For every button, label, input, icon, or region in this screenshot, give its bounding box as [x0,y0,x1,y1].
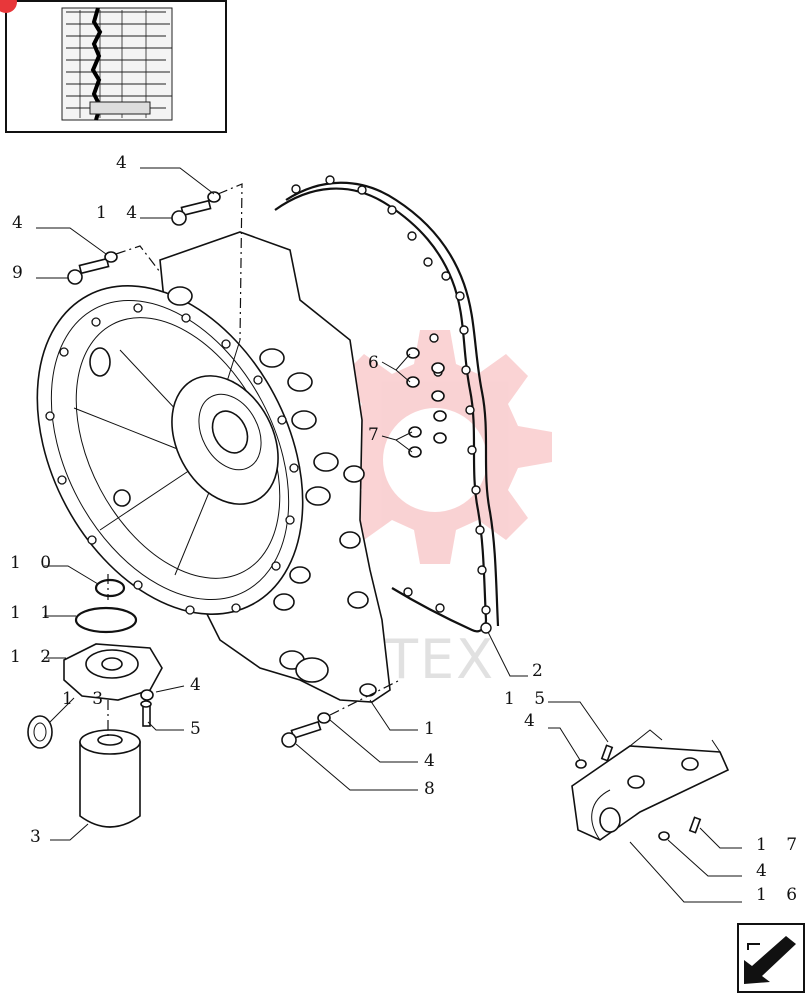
callout-17: 1 7 [756,835,804,855]
washer-4d[interactable] [317,712,331,724]
screw-15[interactable] [600,744,614,762]
transmission-housing[interactable] [0,231,391,703]
washer-4e[interactable] [575,759,587,769]
washer-4f[interactable] [658,831,670,841]
callout-11: 1 1 [10,603,58,623]
washer-set-7[interactable] [408,410,447,458]
seal-13[interactable] [27,715,53,749]
washer-set-6[interactable] [406,347,445,402]
snap-ring-10[interactable] [94,578,126,598]
screw-5[interactable] [140,700,152,727]
callout-5: 5 [190,719,208,739]
bolt-14[interactable] [171,199,212,226]
callout-10: 1 0 [10,553,58,573]
callout-2: 2 [532,661,550,681]
callout-15: 1 5 [504,689,552,709]
callout-4: 4 [756,861,774,881]
arrow-icon[interactable] [737,923,805,993]
bracket-16[interactable] [571,729,730,841]
callout-4: 4 [424,751,442,771]
thumbnail-overview[interactable] [0,0,227,133]
callout-3: 3 [30,827,48,847]
callout-4: 4 [116,153,134,173]
callout-4: 4 [190,675,208,695]
watermark-gear-icon [318,330,552,564]
filter-cartridge-3[interactable] [79,729,141,828]
callout-1: 1 [424,719,442,739]
screw-17[interactable] [688,816,702,834]
callout-7: 7 [368,425,386,445]
callout-4: 4 [12,213,30,233]
callout-4: 4 [524,711,542,731]
gasket[interactable] [274,175,500,634]
washer-4c[interactable] [140,689,154,701]
callout-8: 8 [424,779,442,799]
thumbnail-drawing [61,7,173,121]
callout-9: 9 [12,263,30,283]
callout-6: 6 [368,353,386,373]
leader-lines [36,167,742,903]
thumbnail-badge [0,0,17,13]
washer-4b[interactable] [104,251,118,263]
washer-4a[interactable] [207,191,221,203]
callout-16: 1 6 [756,885,804,905]
callout-13: 1 3 [62,689,110,709]
o-ring-11[interactable] [74,606,138,634]
callout-14: 1 4 [96,203,144,223]
callout-12: 1 2 [10,647,58,667]
bolt-8[interactable] [281,720,322,748]
bolt-9[interactable] [67,257,110,285]
